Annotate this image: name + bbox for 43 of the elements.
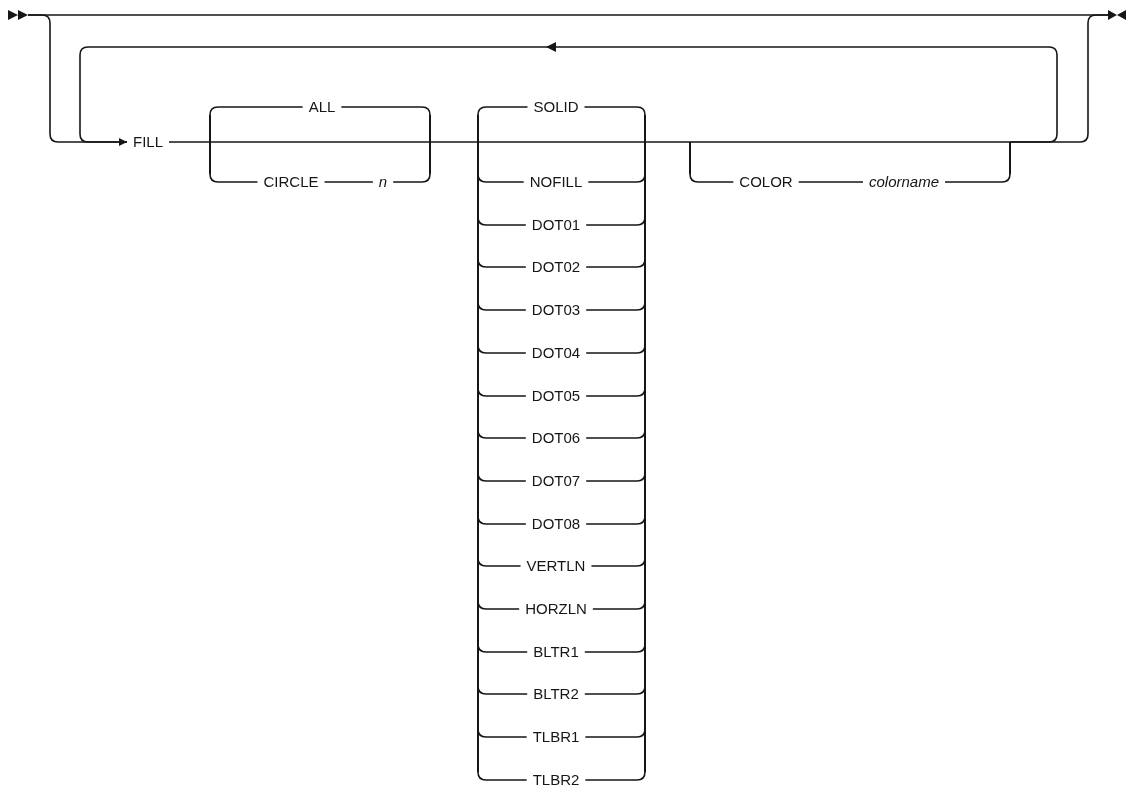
track-line — [209, 141, 431, 143]
keyword: CIRCLE — [257, 173, 325, 191]
keyword: DOT08 — [525, 515, 587, 533]
keyword: DOT07 — [525, 472, 587, 490]
keyword: COLOR — [733, 173, 799, 191]
track-line — [584, 771, 646, 781]
track-line — [209, 173, 259, 183]
keyword: DOT03 — [525, 301, 587, 319]
keyword: DOT04 — [525, 344, 587, 362]
keyword: DOT02 — [525, 258, 587, 276]
track-line — [477, 106, 529, 116]
keyword: SOLID — [527, 98, 585, 116]
track-line — [323, 181, 374, 183]
track-line — [583, 106, 646, 116]
loop-arrow — [79, 46, 1058, 146]
keyword: NOFILL — [523, 173, 589, 191]
keyword: BLTR1 — [527, 643, 585, 661]
track-line — [392, 173, 431, 183]
keyword: BLTR2 — [527, 685, 585, 703]
track-line — [340, 106, 431, 116]
double-arrowhead-icon — [8, 10, 28, 20]
keyword: DOT01 — [525, 216, 587, 234]
track-line — [168, 141, 211, 143]
track-line — [689, 173, 735, 183]
variable-name: colorname — [863, 173, 945, 191]
track-line — [477, 771, 528, 781]
track-line — [644, 141, 691, 143]
keyword: TLBR1 — [526, 728, 586, 746]
track-line — [209, 106, 304, 116]
end-arrowheads-icon — [1108, 10, 1127, 20]
keyword: TLBR2 — [526, 771, 586, 789]
keyword: HORZLN — [519, 600, 593, 618]
track-line — [797, 181, 864, 183]
track-line — [689, 141, 1011, 143]
variable-name: n — [372, 173, 394, 191]
keyword: FILL — [127, 133, 169, 151]
keyword: DOT06 — [525, 429, 587, 447]
keyword: VERTLN — [520, 557, 592, 575]
track-line — [477, 141, 646, 143]
track-line — [429, 141, 479, 143]
keyword: ALL — [302, 98, 342, 116]
track-line — [944, 173, 1011, 183]
keyword: DOT05 — [525, 387, 587, 405]
